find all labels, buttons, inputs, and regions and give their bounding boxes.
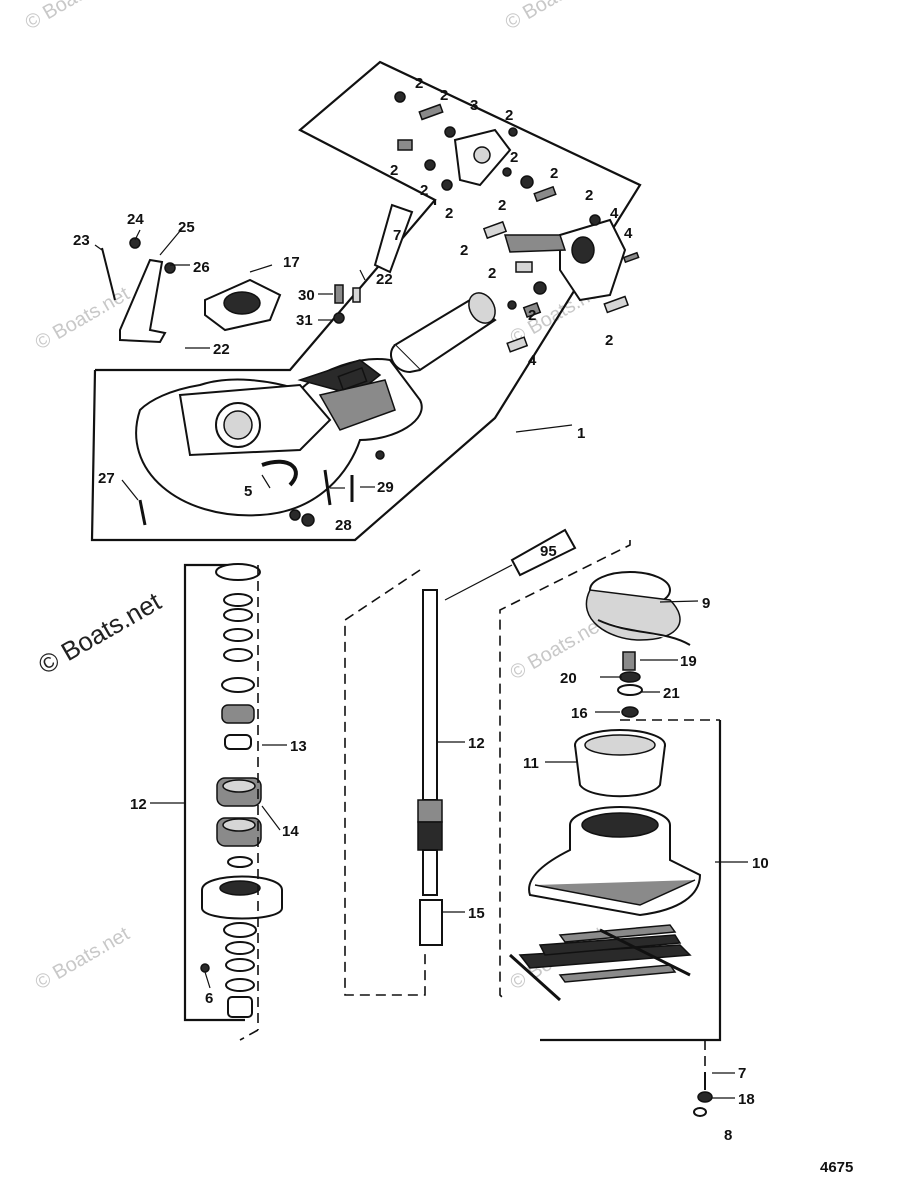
callout-17: 17 bbox=[283, 254, 300, 271]
frame-shaft bbox=[344, 569, 426, 996]
hose-part-5 bbox=[261, 459, 298, 487]
callout-2: 2 bbox=[510, 149, 518, 166]
frame-impeller-housing bbox=[499, 540, 631, 1001]
callout-2: 2 bbox=[528, 307, 536, 324]
diagram-number: 4675 bbox=[820, 1159, 853, 1176]
callout-15: 15 bbox=[468, 905, 485, 922]
callout-21: 21 bbox=[663, 685, 680, 702]
wear-ring-part-11 bbox=[574, 729, 666, 798]
callout-2: 2 bbox=[460, 242, 468, 259]
grease-tube-95: 95 bbox=[444, 528, 577, 601]
callout-20: 20 bbox=[560, 670, 577, 687]
bearing-stack-part-12 bbox=[200, 563, 283, 1018]
callout-2: 2 bbox=[415, 75, 423, 92]
tube-label: 95 bbox=[540, 543, 557, 560]
centerline-bearing-bottom bbox=[239, 1029, 259, 1041]
callout-4: 4 bbox=[610, 205, 619, 222]
callout-27: 27 bbox=[98, 470, 115, 487]
callout-22: 22 bbox=[376, 271, 393, 288]
callout-2: 2 bbox=[505, 107, 513, 124]
linkage-part-4 bbox=[503, 218, 627, 302]
callout-10: 10 bbox=[752, 855, 769, 872]
housing-part-1 bbox=[135, 358, 423, 517]
callout-16: 16 bbox=[571, 705, 588, 722]
watermark-text: © Boats.net bbox=[502, 0, 604, 34]
callout-29: 29 bbox=[377, 479, 394, 496]
frame-bearing-stack bbox=[183, 563, 245, 1022]
watermark-text: © Boats.net bbox=[32, 283, 134, 355]
callout-30: 30 bbox=[298, 287, 315, 304]
plate-part-17 bbox=[204, 278, 282, 332]
callout-31: 31 bbox=[296, 312, 313, 329]
callout-19: 19 bbox=[680, 653, 697, 670]
callout-2: 2 bbox=[440, 87, 448, 104]
callout-3: 3 bbox=[470, 97, 478, 114]
callout-2: 2 bbox=[445, 205, 453, 222]
callout-8: 8 bbox=[724, 1127, 732, 1144]
callout-25: 25 bbox=[178, 219, 195, 236]
frame-upper-assembly bbox=[90, 60, 642, 542]
callout-7: 7 bbox=[738, 1065, 746, 1082]
intake-grate bbox=[508, 924, 692, 1002]
callout-4: 4 bbox=[624, 225, 633, 242]
grease-tube-7: 7 bbox=[373, 203, 414, 274]
callout-9: 9 bbox=[702, 595, 710, 612]
bracket-part-25 bbox=[119, 258, 167, 344]
callout-28: 28 bbox=[335, 517, 352, 534]
hub-hardware bbox=[617, 651, 643, 718]
callout-11: 11 bbox=[523, 755, 539, 772]
callout-6: 6 bbox=[205, 990, 213, 1007]
callout-4: 4 bbox=[528, 352, 537, 369]
frame-nozzle bbox=[540, 720, 722, 1042]
tube-label: 7 bbox=[393, 227, 401, 244]
callout-5: 5 bbox=[244, 483, 252, 500]
callout-2: 2 bbox=[585, 187, 593, 204]
callout-12: 12 bbox=[130, 796, 147, 813]
callout-2: 2 bbox=[420, 182, 428, 199]
nozzle-housing-part-10 bbox=[528, 806, 702, 917]
callout-12: 12 bbox=[468, 735, 485, 752]
callout-26: 26 bbox=[193, 259, 210, 276]
callouts: 1 2 2 2 2 2 2 2 2 2 2 2 2 2 2 3 4 4 4 5 … bbox=[73, 75, 769, 1144]
callout-2: 2 bbox=[605, 332, 613, 349]
callout-18: 18 bbox=[738, 1091, 755, 1108]
callout-13: 13 bbox=[290, 738, 307, 755]
watermark-logo: © Boats.net bbox=[33, 586, 167, 680]
watermark-text: © Boats.net bbox=[22, 0, 124, 34]
leader-lines bbox=[94, 224, 748, 1099]
watermark-text: © Boats.net bbox=[507, 613, 609, 685]
watermark-text: © Boats.net bbox=[32, 923, 134, 995]
callout-2: 2 bbox=[390, 162, 398, 179]
hardware-part-2 bbox=[394, 91, 640, 353]
callout-22: 22 bbox=[213, 341, 230, 358]
callout-14: 14 bbox=[282, 823, 299, 840]
lower-fasteners bbox=[693, 1040, 713, 1117]
tube-section bbox=[390, 292, 497, 374]
drive-shaft-part-12 bbox=[417, 589, 443, 946]
callout-2: 2 bbox=[498, 197, 506, 214]
callout-1: 1 bbox=[577, 425, 585, 442]
callout-2: 2 bbox=[550, 165, 558, 182]
callout-2: 2 bbox=[488, 265, 496, 282]
bracket-part-3 bbox=[453, 128, 512, 187]
callout-24: 24 bbox=[127, 211, 144, 228]
callout-23: 23 bbox=[73, 232, 90, 249]
impeller-part-9 bbox=[585, 571, 691, 646]
